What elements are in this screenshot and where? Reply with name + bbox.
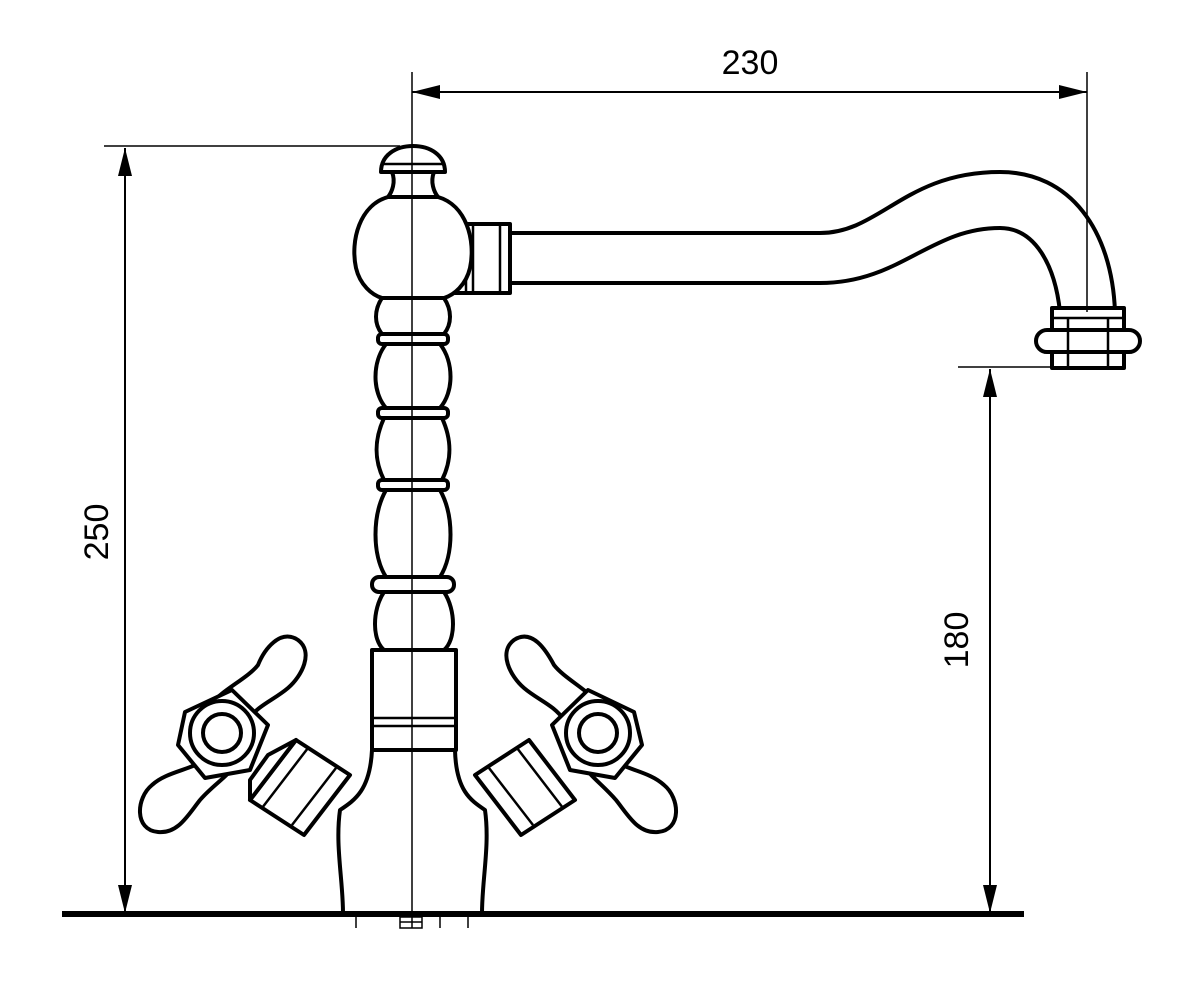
finial-knob bbox=[379, 144, 447, 174]
dimension-overall-height: 250 bbox=[78, 145, 400, 913]
dimension-width-label: 230 bbox=[722, 44, 779, 82]
head-neck bbox=[386, 170, 440, 199]
head-bulb bbox=[352, 195, 474, 300]
right-handle bbox=[473, 634, 678, 837]
right-handle-barrel bbox=[473, 738, 577, 837]
dimension-overall-height-label: 250 bbox=[78, 504, 116, 561]
column-segment-lower bbox=[373, 590, 455, 652]
aerator-ring bbox=[1034, 328, 1142, 354]
aerator-bottom bbox=[1050, 350, 1126, 370]
mounting-stub bbox=[355, 916, 469, 929]
column-segment-1 bbox=[374, 296, 452, 336]
spout bbox=[508, 170, 1117, 314]
body-block bbox=[370, 648, 458, 752]
dimension-spout-height: 180 bbox=[938, 366, 1124, 913]
column-segment-4 bbox=[373, 488, 453, 579]
column-ring-lower bbox=[370, 575, 456, 594]
left-handle bbox=[138, 634, 352, 837]
dimension-spout-height-label: 180 bbox=[938, 612, 976, 669]
column-segment-3 bbox=[374, 416, 452, 482]
column-segment-2 bbox=[373, 342, 453, 410]
dimension-width: 230 bbox=[412, 44, 1088, 312]
countertop-line bbox=[62, 911, 1024, 917]
left-handle-barrel bbox=[248, 738, 352, 837]
